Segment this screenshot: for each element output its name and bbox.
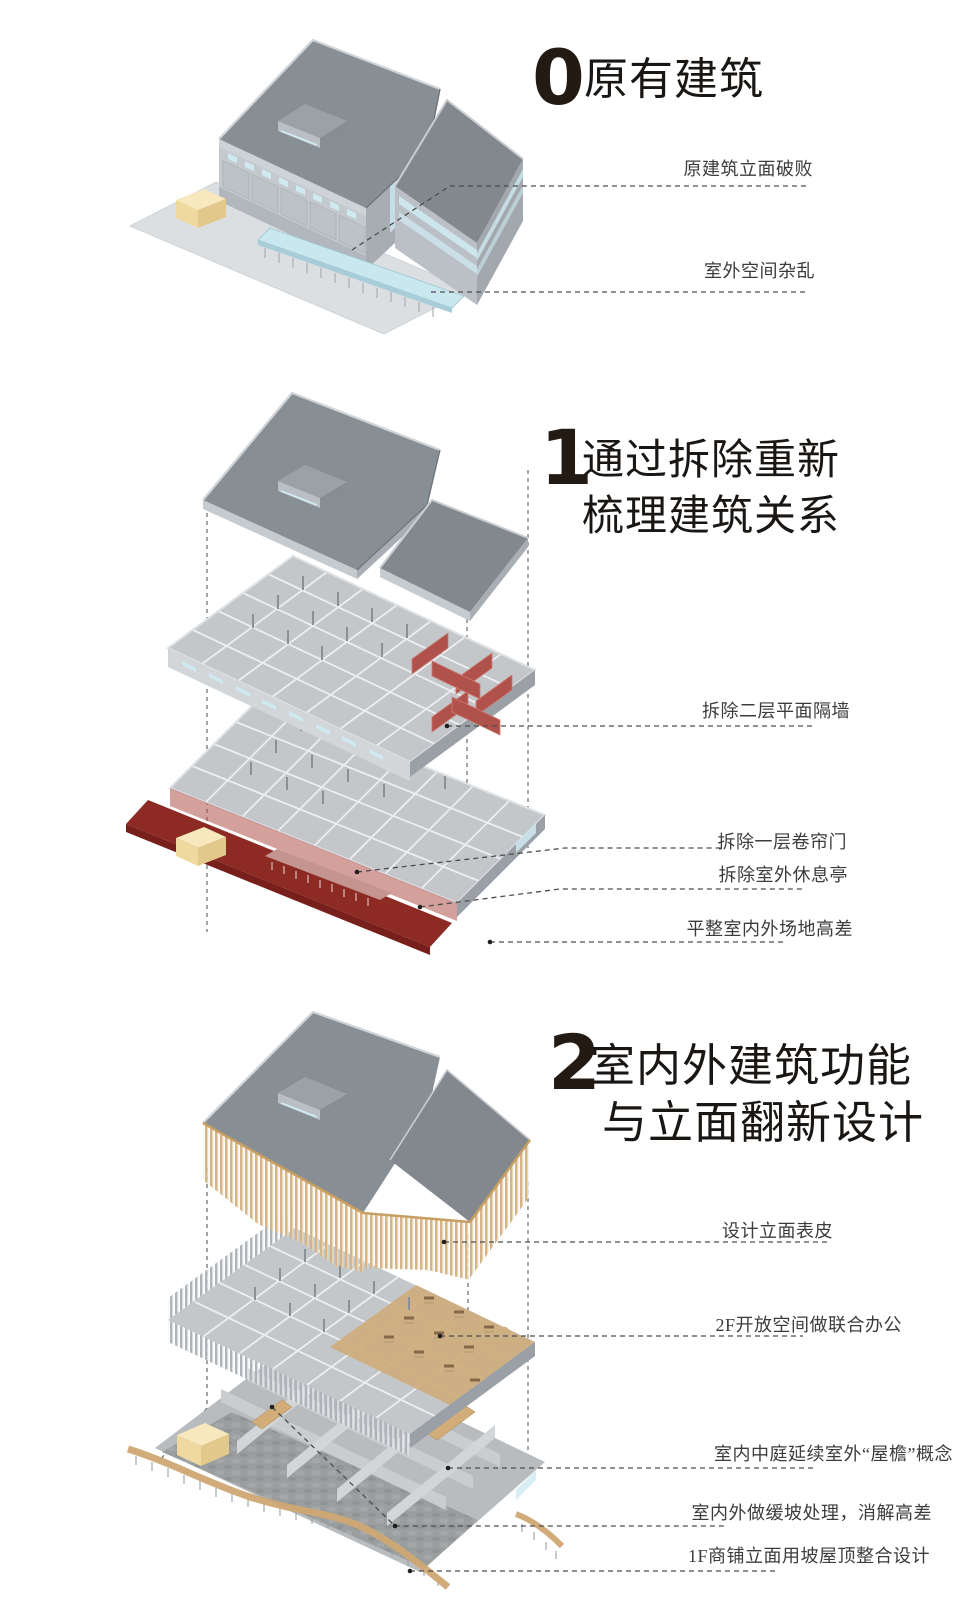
- callout-label-demolish-partitions: 拆除二层平面隔墙: [702, 701, 850, 721]
- axon-illustration-renovation-exploded: [126, 1010, 830, 1590]
- callout-label-demolish-pavilion: 拆除室外休息亭: [718, 865, 848, 885]
- callout-line-facade: [351, 185, 807, 251]
- first-floor-layer: [126, 698, 547, 955]
- columns: [254, 1249, 410, 1332]
- callout-lines: [269, 1239, 830, 1574]
- step-title-2-line-1: 室内外建筑功能: [590, 1041, 913, 1091]
- sloped-plaza-ground: [162, 1412, 478, 1568]
- axon-illustration-original-building: [128, 38, 807, 335]
- slat-facade-front: [168, 1320, 410, 1456]
- callout-line-shutter: [356, 847, 725, 873]
- callout-dots: [269, 1239, 451, 1574]
- callout-label-outdoor-messy: 室外空间杂乱: [704, 261, 815, 281]
- callout-lines: [354, 723, 812, 945]
- facade-fringe-wood-slats: [202, 1121, 532, 1280]
- roof-parapet-highlight: [218, 38, 441, 140]
- front-left-wall: [219, 139, 366, 271]
- rooftop-box: [278, 465, 347, 508]
- coworking-desks: [384, 1296, 494, 1382]
- floor-grid: [191, 713, 524, 890]
- callout-lines: [351, 185, 807, 293]
- second-floor-layer: [166, 554, 537, 781]
- step-number-2: 2: [548, 1018, 601, 1107]
- annex-roof: [390, 1070, 530, 1222]
- step-number-1: 1: [540, 413, 593, 502]
- callout-label-gentle-slope: 室内外做缓坡处理，消解高差: [691, 1503, 932, 1523]
- step-title-1-line-1: 通过拆除重新: [582, 438, 841, 484]
- storage-box: [176, 189, 226, 228]
- callout-dots: [354, 723, 493, 945]
- rooftop-box: [278, 104, 347, 148]
- axon-illustration-demolition-exploded: [126, 391, 812, 955]
- step-title-2-line-2: 与立面翻新设计: [602, 1098, 925, 1148]
- rooftop-box: [278, 1077, 347, 1120]
- demolished-shutter-row: [170, 788, 457, 921]
- roof-layer: [202, 391, 529, 621]
- original-building: [218, 38, 524, 305]
- step-title-0: 原有建筑: [584, 55, 764, 104]
- annex-roof: [380, 500, 528, 612]
- callout-line-pavilion: [419, 888, 805, 908]
- street-canopy: [257, 227, 465, 317]
- callout-label-facade-skin: 设计立面表皮: [722, 1221, 833, 1241]
- slat-facade-left: [168, 1206, 295, 1320]
- step-number-0: 0: [532, 33, 585, 122]
- demolished-pavilion: [265, 849, 392, 906]
- callout-label-demolish-shutters: 拆除一层卷帘门: [717, 832, 847, 852]
- callout-label-level-site: 平整室内外场地高差: [686, 919, 853, 939]
- street-fence-shop-front: [126, 1445, 565, 1590]
- roof-layer: [202, 1010, 532, 1280]
- callout-label-atrium-eave: 室内中庭延续室外“屋檐”概念: [714, 1444, 953, 1464]
- storage-box: [177, 1423, 229, 1466]
- callout-label-facade-dilapidated: 原建筑立面破败: [683, 159, 813, 179]
- perimeter-window-wall: [168, 648, 410, 781]
- coworking-wood-floor: [330, 1285, 535, 1405]
- callout-label-coworking: 2F开放空间做联合办公: [715, 1315, 902, 1335]
- callout-label-shop-roof: 1F商铺立面用坡屋顶整合设计: [687, 1546, 930, 1566]
- storage-box: [176, 827, 226, 866]
- annex-block: [394, 98, 524, 305]
- step-title-1-line-2: 梳理建筑关系: [582, 494, 841, 540]
- floor-grid: [192, 571, 511, 747]
- second-floor-layer: [168, 1206, 535, 1456]
